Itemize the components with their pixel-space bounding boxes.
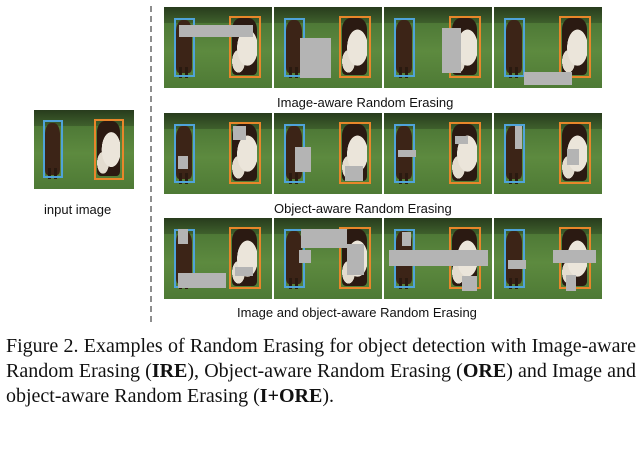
example-image-iore-3 <box>384 218 492 299</box>
bounding-box-pinto-horse <box>228 15 262 79</box>
pinto-horse-icon <box>562 18 587 76</box>
bounding-box-pinto-horse <box>94 118 124 180</box>
bounding-box-pinto-horse <box>448 121 482 185</box>
example-image-iore-2 <box>274 218 382 299</box>
bounding-box-pinto-horse <box>338 226 372 290</box>
erased-region <box>461 276 477 291</box>
brown-horse-icon <box>505 19 523 79</box>
example-image-ire-2 <box>274 7 382 88</box>
erased-region <box>235 266 253 277</box>
caption-iore: I+ORE <box>259 385 323 407</box>
erased-region <box>508 260 527 270</box>
example-image-ire-1 <box>164 7 272 88</box>
pinto-horse-icon <box>232 229 257 287</box>
erased-region <box>233 125 247 140</box>
example-image-iore-1 <box>164 218 272 299</box>
bounding-box-pinto-horse <box>228 226 262 290</box>
bounding-box-brown-horse <box>503 17 526 77</box>
erased-region <box>345 166 363 182</box>
bounding-box-pinto-horse <box>338 15 372 79</box>
erased-region <box>178 273 226 289</box>
erased-region <box>402 231 411 246</box>
erased-region <box>566 274 577 291</box>
erased-region <box>398 150 417 157</box>
erased-region <box>298 250 311 264</box>
example-image-ore-1 <box>164 113 272 194</box>
row-label-ire: Image-aware Random Erasing <box>277 95 454 110</box>
erased-region <box>179 24 253 37</box>
brown-horse-icon <box>395 19 413 79</box>
bounding-box-pinto-horse <box>558 15 592 79</box>
row-label-ore: Object-aware Random Erasing <box>274 201 452 216</box>
pinto-horse-icon <box>452 124 477 182</box>
erased-region <box>514 125 523 150</box>
erased-region <box>301 228 348 248</box>
bounding-box-brown-horse <box>43 120 63 178</box>
pinto-horse-icon <box>342 18 367 76</box>
erased-region <box>178 155 188 169</box>
caption-ire: IRE <box>151 360 188 382</box>
row-label-iore: Image and object-aware Random Erasing <box>237 305 477 320</box>
erased-region <box>389 250 488 266</box>
brown-horse-icon <box>285 19 303 79</box>
bounding-box-brown-horse <box>173 17 196 77</box>
bounding-box-brown-horse <box>393 17 416 77</box>
caption-suffix: ). <box>322 385 334 407</box>
figure: input image Image-aware Random Erasing O… <box>34 6 602 322</box>
example-image-ore-3 <box>384 113 492 194</box>
erased-region <box>524 71 572 85</box>
erased-region <box>178 229 188 244</box>
input-image-label: input image <box>44 202 112 217</box>
bounding-box-pinto-horse <box>338 121 372 185</box>
erased-region <box>553 250 596 263</box>
example-image-ore-4 <box>494 113 602 194</box>
brown-horse-icon <box>285 230 303 290</box>
brown-horse-icon <box>505 230 523 290</box>
erased-region <box>442 28 461 73</box>
caption-mid1: ), Object-aware Random Erasing ( <box>187 360 463 382</box>
pinto-horse-icon <box>97 121 120 177</box>
brown-horse-icon <box>45 122 60 180</box>
separator-line <box>150 6 152 322</box>
bounding-box-brown-horse <box>503 123 526 183</box>
bounding-box-pinto-horse <box>228 121 262 185</box>
caption-ore: ORE <box>462 360 507 382</box>
erased-region <box>294 147 311 173</box>
example-image-ore-2 <box>274 113 382 194</box>
caption-prefix: Figure 2. Examples of Random Erasing for… <box>6 335 636 382</box>
figure-caption: Figure 2. Examples of Random Erasing for… <box>6 334 636 409</box>
caption-mid2: ) and Image and object-aware Random Eras… <box>6 360 636 407</box>
bounding-box-pinto-horse <box>558 121 592 185</box>
erased-region <box>455 135 469 144</box>
input-image <box>34 110 134 189</box>
erased-region <box>347 243 364 275</box>
example-image-ire-3 <box>384 7 492 88</box>
bounding-box-brown-horse <box>503 228 526 288</box>
erased-region <box>299 37 332 79</box>
example-image-ire-4 <box>494 7 602 88</box>
erased-region <box>567 148 580 165</box>
example-image-iore-4 <box>494 218 602 299</box>
bounding-box-brown-horse <box>173 123 196 183</box>
